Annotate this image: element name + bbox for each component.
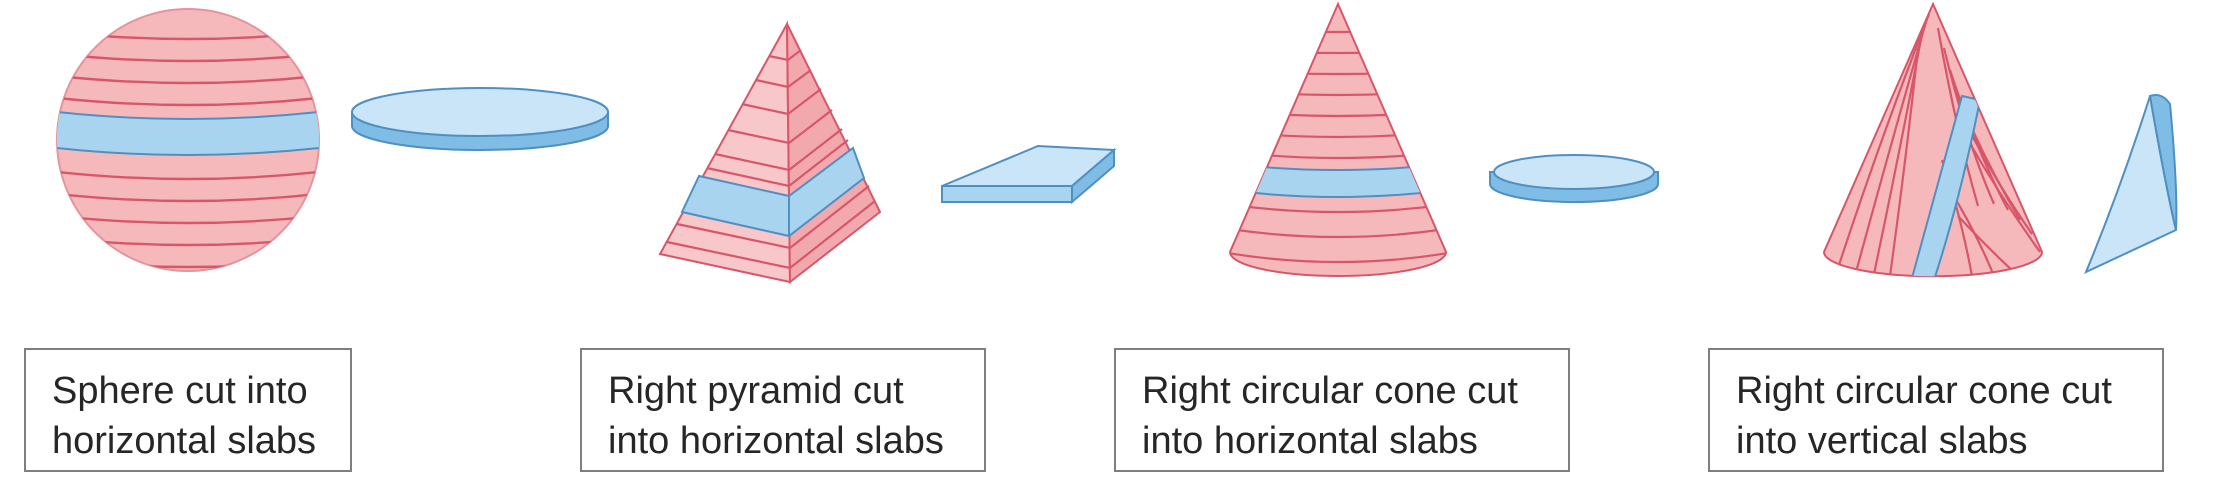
caption-sphere-line2: horizontal slabs <box>52 420 317 462</box>
cone-solid-vertical <box>1822 1 2044 278</box>
sphere-solid <box>56 8 320 272</box>
caption-cone-vertical-line2: into vertical slabs <box>1736 420 2028 462</box>
caption-pyramid-line1: Right pyramid cut <box>608 370 904 412</box>
cone-solid-horizontal <box>1228 1 1448 277</box>
caption-sphere-line1: Sphere cut into <box>52 370 308 412</box>
caption-pyramid-line2: into horizontal slabs <box>608 420 944 462</box>
caption-cone-horizontal-line1: Right circular cone cut <box>1142 370 1518 412</box>
caption-sphere: Sphere cut into horizontal slabs <box>24 348 352 472</box>
cone-highlighted-slab <box>1230 158 1446 198</box>
circular-frustum-slab <box>1489 154 1659 203</box>
square-frustum-slab <box>941 144 1117 205</box>
caption-cone-horizontal-line2: into horizontal slabs <box>1142 420 1478 462</box>
hyperbolic-section-slab <box>2084 94 2178 274</box>
cone-vertical-highlighted-slab <box>1910 94 1982 277</box>
disk-slab <box>351 87 609 151</box>
sphere-highlighted-slab <box>57 108 319 156</box>
caption-cone-horizontal: Right circular cone cut into horizontal … <box>1114 348 1570 472</box>
caption-pyramid: Right pyramid cut into horizontal slabs <box>580 348 986 472</box>
caption-cone-vertical: Right circular cone cut into vertical sl… <box>1708 348 2164 472</box>
caption-cone-vertical-line1: Right circular cone cut <box>1736 370 2112 412</box>
pyramid-solid <box>658 20 882 285</box>
